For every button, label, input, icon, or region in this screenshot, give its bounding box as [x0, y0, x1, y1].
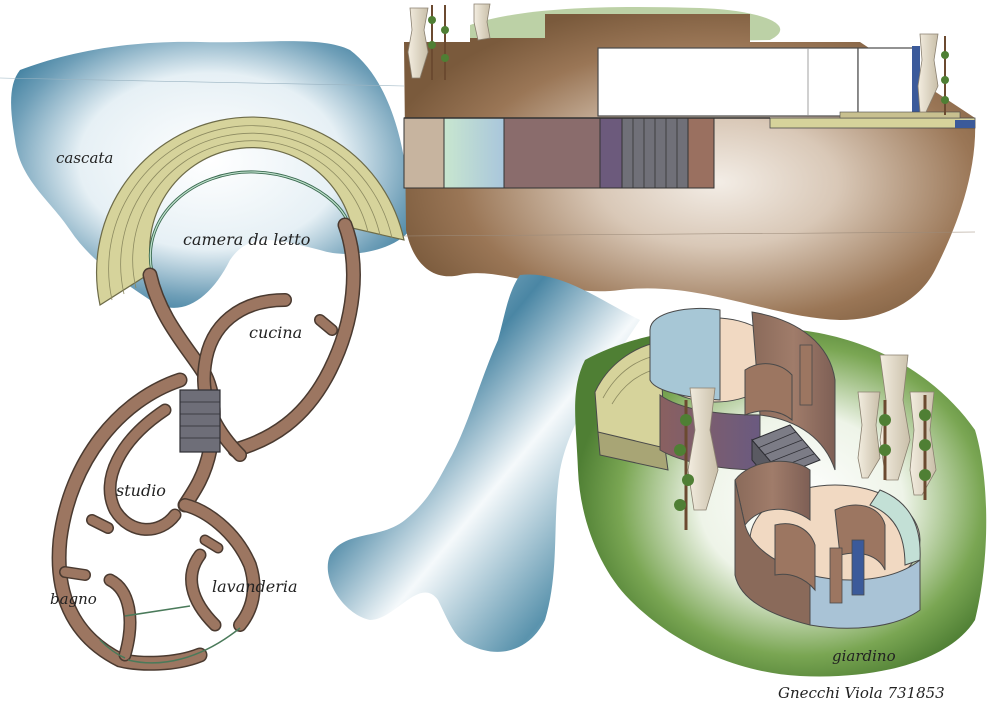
- elevation-section: [403, 6, 976, 320]
- label-bathroom: bagno: [50, 590, 97, 608]
- author-signature: Gnecchi Viola 731853: [778, 684, 945, 702]
- floor-plan-walls: [51, 217, 361, 671]
- terrace-arc: [95, 116, 405, 306]
- guide-line: [0, 77, 405, 87]
- glass-partitions: [99, 605, 241, 664]
- axonometric-model: [594, 307, 921, 629]
- label-waterfall: cascata: [56, 149, 113, 167]
- elevation-towers: [407, 3, 949, 115]
- white-volume: [597, 47, 859, 117]
- river-water: [327, 274, 640, 652]
- label-bedroom: camera da letto: [183, 230, 310, 249]
- label-study: studio: [116, 481, 166, 500]
- label-kitchen: cucina: [249, 323, 302, 342]
- label-garden: giardino: [832, 647, 896, 665]
- central-staircase: [179, 389, 221, 453]
- label-laundry: lavanderia: [212, 577, 298, 596]
- garden-towers: [674, 354, 937, 530]
